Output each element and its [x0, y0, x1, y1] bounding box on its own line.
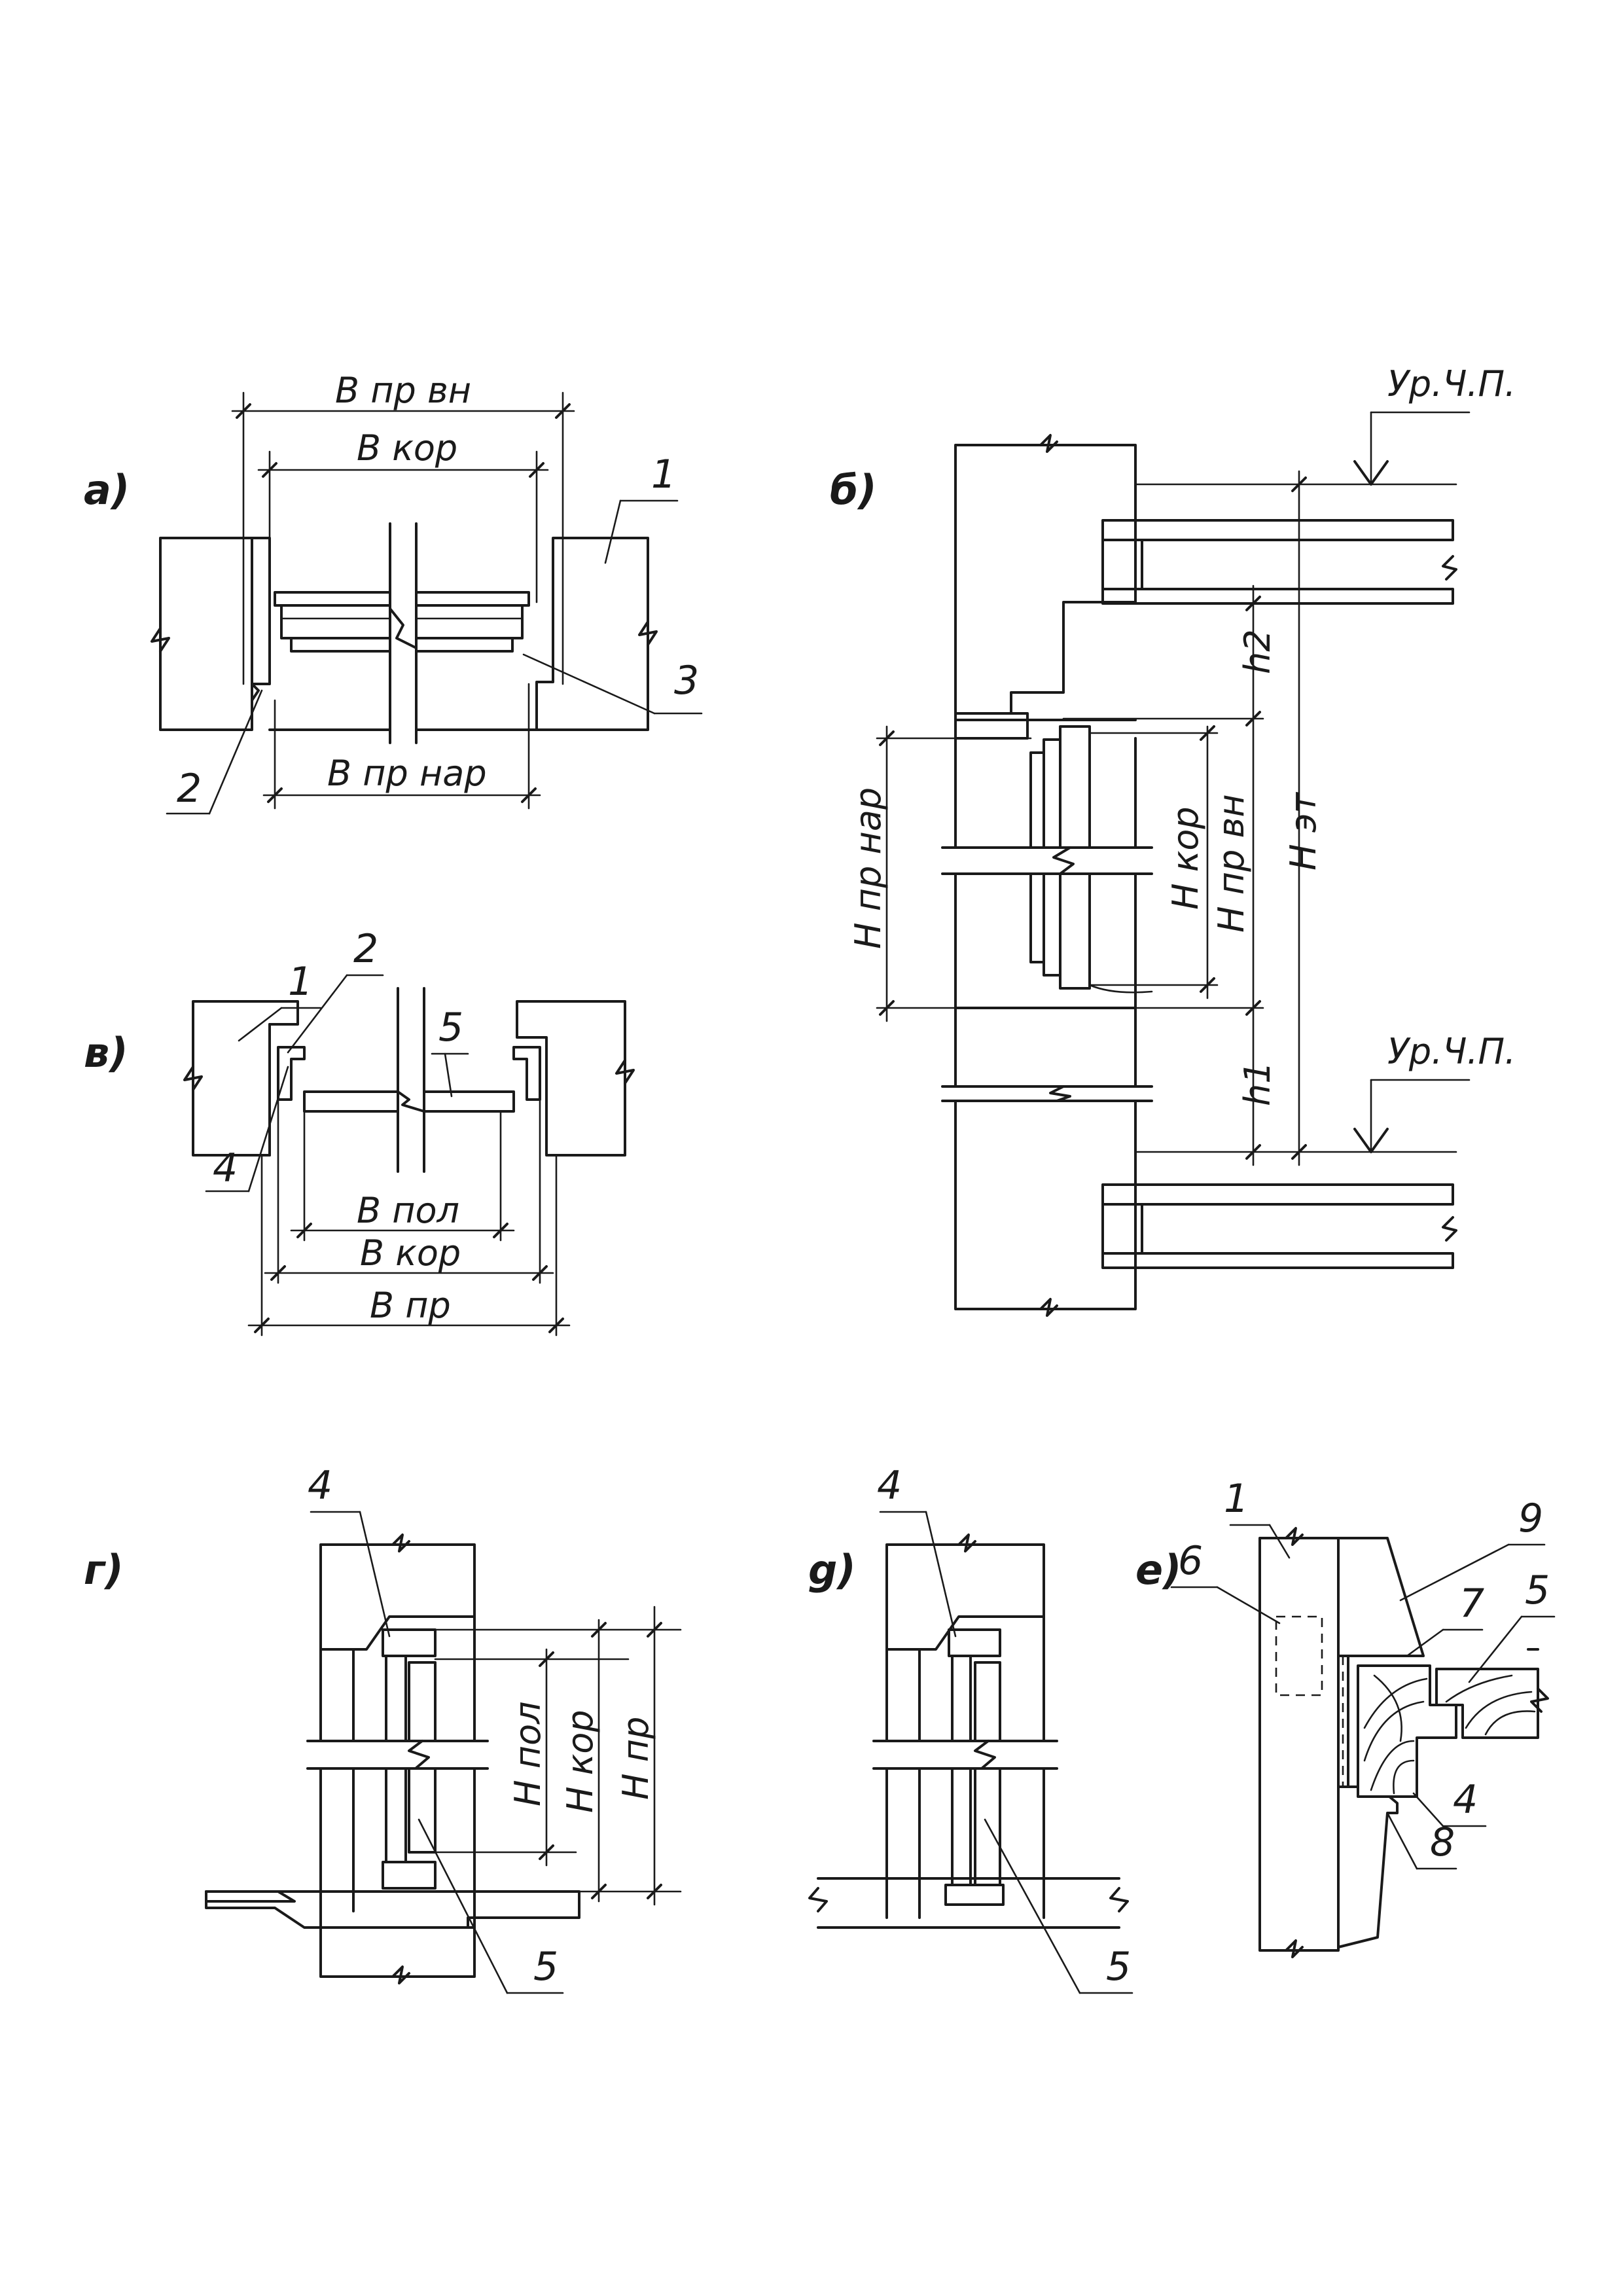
figure-a-plan-section: а) B пр вн B кор B — [84, 370, 703, 815]
callout-2: 2 — [353, 926, 378, 972]
callout-5: 5 — [438, 1005, 463, 1050]
dim-h-pol: H пол — [507, 1701, 548, 1806]
dim-h-kor: H кор — [560, 1710, 601, 1813]
callout-1: 1 — [1224, 1476, 1249, 1522]
frame-bottom — [944, 1884, 1005, 1906]
dim-b-pr-vn: B пр вн — [335, 370, 471, 411]
figure-e-detail-section: е) 1 6 9 7 5 — [1135, 1476, 1556, 1958]
callout-6: 6 — [1178, 1538, 1203, 1584]
slab-bottom-upper — [1101, 1183, 1454, 1206]
callout-4: 4 — [1453, 1777, 1478, 1823]
slab-top-upper — [1101, 519, 1454, 541]
figure-a-label: а) — [84, 466, 130, 514]
dim-b-kor: B кор — [360, 1232, 461, 1274]
dim-h-kor: H кор — [1165, 806, 1206, 910]
level-mark-top: Ур.Ч.П. — [1387, 363, 1516, 404]
frame-top-profile — [948, 1628, 1001, 1657]
seal-lower — [1337, 1785, 1399, 1948]
dim-h-et: H эт — [1283, 792, 1324, 870]
dim-b-pr-nar: B пр нар — [327, 753, 487, 794]
lintel-ledge — [954, 712, 1029, 740]
callout-8: 8 — [1430, 1820, 1455, 1865]
floor-cover — [205, 1890, 296, 1903]
frame-profile-left — [277, 1046, 306, 1101]
seal-upper — [1337, 1537, 1425, 1657]
slab-top-lower — [1101, 588, 1454, 605]
window-sash — [974, 1661, 1001, 1886]
frame-top-profile — [382, 1628, 437, 1657]
figure-g-label: г) — [84, 1546, 124, 1594]
wall-below — [319, 1926, 476, 1978]
frame-bottom-profile — [382, 1861, 437, 1890]
callout-4: 4 — [308, 1463, 332, 1509]
callout-9: 9 — [1518, 1496, 1543, 1541]
sash-profile — [1435, 1668, 1539, 1739]
wall-sill-part — [954, 1007, 1137, 1088]
wall-section — [1258, 1537, 1340, 1952]
dim-b-pol: B пол — [357, 1190, 459, 1231]
callout-5: 5 — [533, 1944, 558, 1990]
callout-1: 1 — [288, 959, 313, 1005]
callout-3: 3 — [674, 658, 699, 704]
figure-v-label: в) — [84, 1029, 128, 1077]
figure-b-vertical-section: б) Ур.Ч.П. — [830, 363, 1516, 1317]
break-mark-left — [151, 627, 170, 653]
figure-d-label: g) — [808, 1546, 856, 1594]
slab-bottom-lower — [1101, 1252, 1454, 1269]
callout-7: 7 — [1459, 1581, 1484, 1626]
dim-b-kor: B кор — [357, 427, 457, 469]
callout-5: 5 — [1525, 1568, 1550, 1613]
figure-d-vertical-section: g) 4 5 — [808, 1463, 1133, 1994]
figure-v-plan-section: в) B пол B кор B пр 1 — [84, 926, 635, 1336]
dim-h1: h1 — [1237, 1061, 1278, 1106]
level-mark-bottom: Ур.Ч.П. — [1387, 1031, 1516, 1072]
floor-screed — [205, 1890, 580, 1929]
callout-4: 4 — [877, 1463, 902, 1509]
callout-4: 4 — [213, 1145, 238, 1191]
callout-1: 1 — [651, 452, 676, 497]
dim-h-pr-nar: H пр нар — [847, 787, 889, 949]
figure-e-label: е) — [1135, 1546, 1181, 1594]
anchor-dashed — [1275, 1615, 1323, 1696]
frame-jamb — [951, 1655, 972, 1893]
wall-right — [535, 537, 649, 731]
callout-5: 5 — [1106, 1944, 1131, 1990]
figure-b-label: б) — [830, 466, 877, 514]
dim-h2: h2 — [1237, 629, 1278, 674]
dim-h-pr: H пр — [615, 1717, 656, 1800]
dim-h-pr-vn: H пр вн — [1211, 794, 1252, 933]
wall-upper — [954, 444, 1137, 715]
wall-right — [516, 1000, 626, 1157]
figure-g-vertical-section: г) H пол H кор H пр — [84, 1463, 682, 1994]
callout-2: 2 — [177, 766, 202, 812]
break-mark-right — [638, 620, 658, 646]
frame-profile-right — [512, 1046, 541, 1101]
dim-b-pr: B пр — [370, 1285, 451, 1326]
